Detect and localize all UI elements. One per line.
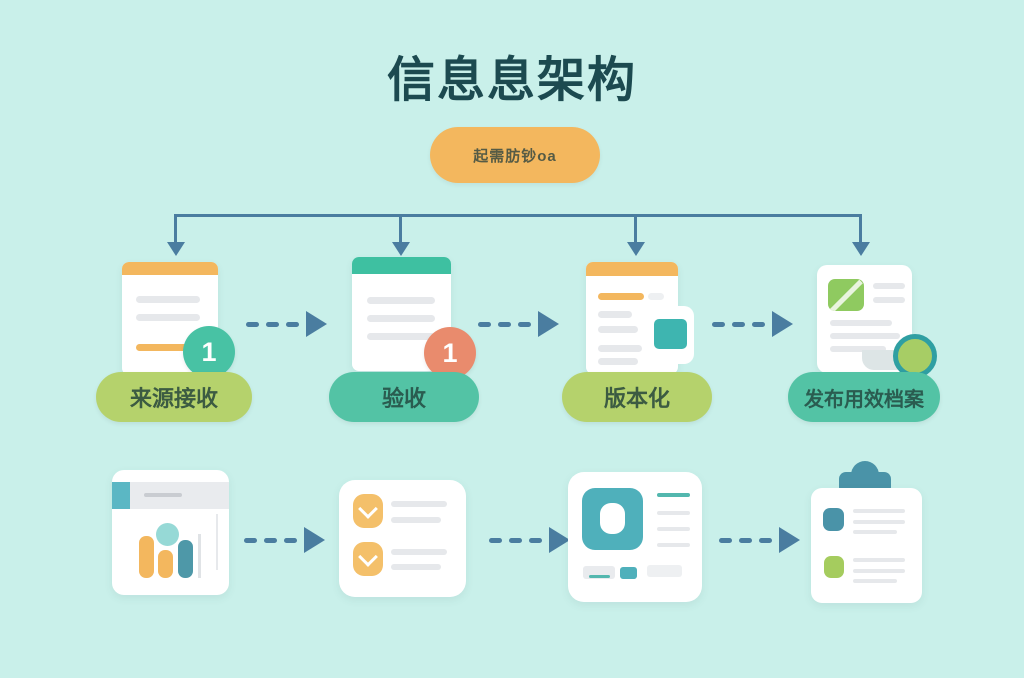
step-label: 来源接收 (129, 386, 218, 411)
step-label-pill: 验收 (329, 372, 479, 422)
text-line (657, 543, 690, 547)
chevron-down-icon (358, 547, 378, 567)
step-label-pill: 发布用效档案 (788, 372, 940, 422)
media-thumbnail (582, 488, 643, 550)
chart-dot (156, 523, 179, 546)
step-label: 发布用效档案 (804, 388, 924, 411)
step-label-pill: 来源接收 (96, 372, 252, 422)
footer-block-teal (620, 567, 637, 579)
text-line (136, 296, 200, 303)
step-number-badge: 1 (183, 326, 235, 378)
tree-branch-line (859, 214, 862, 244)
document-header-bar (352, 257, 451, 274)
dashed-right-arrow-icon (478, 310, 559, 338)
tree-connector-line (174, 214, 862, 217)
bar-teal (178, 540, 193, 578)
down-arrow-icon (627, 242, 645, 256)
chevron-down-icon (358, 499, 378, 519)
down-arrow-icon (852, 242, 870, 256)
text-line (873, 297, 905, 303)
text-line (598, 326, 638, 333)
text-line (367, 315, 435, 322)
toolbar-line (144, 493, 182, 497)
footer-block-light (647, 565, 682, 577)
tree-branch-line (174, 214, 177, 244)
page-title: 信息息架构 (386, 54, 637, 107)
axis-line (216, 514, 218, 570)
text-line (853, 579, 897, 583)
step-number-badge: 1 (424, 327, 476, 379)
media-detail-icon (568, 472, 702, 602)
list-bullet-teal (823, 508, 844, 531)
dashed-right-arrow-icon (246, 310, 327, 338)
document-orange-header-icon (122, 262, 218, 375)
badge-number: 1 (442, 337, 458, 368)
check-item-icon (353, 494, 383, 528)
pencil-stroke (828, 279, 863, 311)
text-line (136, 314, 200, 321)
badge-number: 1 (201, 336, 217, 367)
root-node: 起需肪钞oa (430, 127, 600, 183)
bar-orange-1 (139, 536, 154, 578)
step-label-pill: 版本化 (562, 372, 712, 422)
dashed-right-arrow-icon (489, 526, 570, 554)
text-line (853, 520, 905, 524)
checklist-icon (339, 480, 466, 597)
text-line (598, 311, 632, 318)
text-line (657, 527, 690, 531)
dashed-right-arrow-icon (719, 526, 800, 554)
document-header-bar (586, 262, 678, 276)
text-line (391, 517, 441, 523)
footer-block (583, 566, 615, 579)
text-line (391, 501, 447, 507)
text-line (853, 530, 897, 534)
list-bullet-green (824, 556, 844, 578)
text-line (830, 346, 886, 352)
clipboard-icon (811, 488, 922, 603)
down-arrow-icon (167, 242, 185, 256)
text-line (853, 558, 905, 562)
bar-orange-2 (158, 550, 173, 578)
text-line (367, 333, 435, 340)
root-node-label: 起需肪钞oa (473, 147, 557, 165)
thumbnail-shape (600, 503, 625, 534)
highlight-line (136, 344, 188, 351)
text-line (830, 320, 892, 326)
dashed-right-arrow-icon (244, 526, 325, 554)
axis-line (198, 534, 201, 578)
step-label: 验收 (381, 386, 426, 411)
highlight-line (657, 493, 690, 497)
text-line (367, 297, 435, 304)
bar-chart-window-icon (112, 470, 229, 595)
version-tag-fill (654, 319, 687, 349)
text-line (391, 549, 447, 555)
tree-branch-line (634, 214, 637, 244)
down-arrow-icon (392, 242, 410, 256)
footer-underline (589, 575, 610, 578)
highlight-line (598, 293, 644, 300)
text-line (598, 358, 638, 365)
document-header-bar (122, 262, 218, 275)
window-toolbar (130, 482, 229, 509)
window-sidebar (112, 482, 130, 509)
text-line (648, 293, 664, 300)
text-line (598, 345, 642, 352)
text-line (873, 283, 905, 289)
text-line (391, 564, 441, 570)
step-label: 版本化 (603, 386, 670, 411)
text-line (853, 509, 905, 513)
check-item-icon (353, 542, 383, 576)
text-line (657, 511, 690, 515)
tree-branch-line (399, 214, 402, 244)
edit-pencil-icon (828, 279, 864, 311)
text-line (853, 569, 905, 573)
dashed-right-arrow-icon (712, 310, 793, 338)
text-line (830, 333, 900, 339)
